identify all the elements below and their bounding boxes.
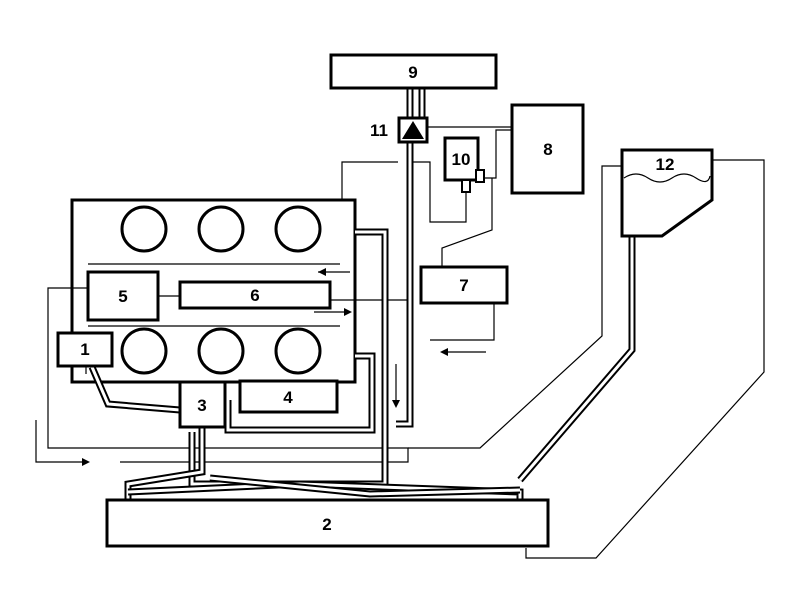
component-10: 10	[443, 136, 485, 193]
component-9: 9	[329, 53, 498, 90]
label-7: 7	[459, 276, 468, 295]
label-6: 6	[250, 286, 259, 305]
label-2: 2	[322, 515, 331, 534]
arrow-right-icon-2	[50, 458, 90, 466]
component-7: 7	[419, 265, 509, 305]
component-5: 5	[86, 270, 160, 322]
arrow-left-icon-2	[440, 348, 486, 356]
component-8: 8	[510, 103, 585, 195]
label-3: 3	[197, 396, 206, 415]
cylinder-bottom-3	[274, 327, 322, 375]
component-1: 1	[56, 331, 114, 368]
arrow-down-icon-1	[392, 364, 400, 408]
label-12: 12	[656, 155, 675, 174]
cylinder-bottom-2	[197, 327, 245, 375]
thin-lines	[35, 126, 765, 559]
cylinder-top-3	[274, 205, 322, 253]
label-4: 4	[283, 388, 293, 407]
component-6: 6	[178, 280, 332, 310]
component-2: 2	[105, 498, 550, 548]
label-1: 1	[80, 340, 89, 359]
cylinder-bottom-1	[120, 327, 168, 375]
label-5: 5	[118, 287, 127, 306]
arrow-right-icon-1	[314, 308, 352, 316]
label-10: 10	[452, 150, 471, 169]
component-4: 4	[238, 379, 339, 414]
pipes	[88, 88, 636, 500]
flow-arrows	[50, 268, 486, 466]
fluid-level-wave	[623, 173, 711, 183]
arrow-left-icon-1	[318, 268, 350, 276]
label-9: 9	[408, 63, 417, 82]
label-8: 8	[543, 140, 552, 159]
cylinder-top-2	[197, 205, 245, 253]
component-3: 3	[178, 380, 227, 429]
cylinder-top-1	[120, 205, 168, 253]
component-12: 12	[620, 148, 714, 238]
component-11: 11	[370, 116, 429, 144]
label-11: 11	[370, 121, 388, 140]
valve-triangle-icon	[402, 121, 424, 139]
